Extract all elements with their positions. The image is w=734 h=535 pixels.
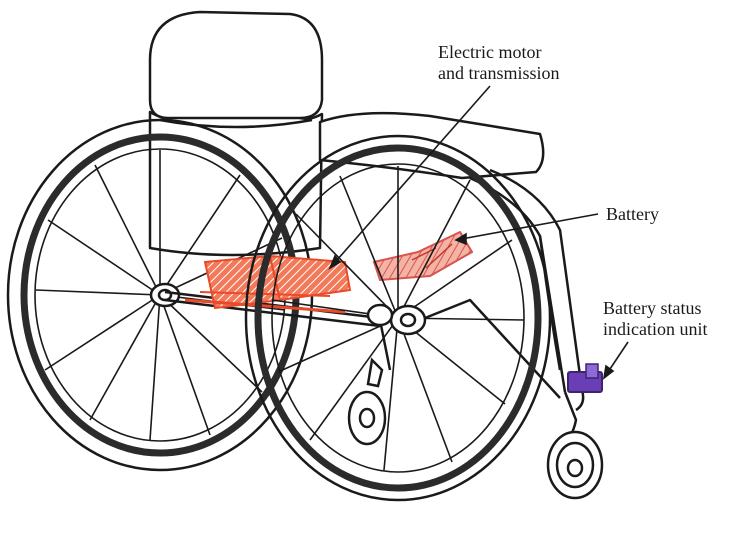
leader-battery — [455, 213, 599, 241]
label-status-line1: Battery status — [603, 298, 702, 318]
label-status: Battery status indication unit — [603, 298, 707, 340]
label-motor-line1: Electric motor — [438, 42, 542, 62]
label-motor-line2: and transmission — [438, 63, 560, 83]
leader-motor — [329, 85, 491, 269]
leader-motor-arrow — [328, 254, 342, 270]
status-unit-icon — [567, 363, 603, 393]
label-motor: Electric motor and transmission — [438, 42, 560, 84]
leader-battery-arrow — [454, 232, 467, 246]
caster-right — [546, 430, 604, 500]
leader-status-arrow — [602, 364, 615, 380]
seat — [318, 111, 545, 180]
label-status-line2: indication unit — [603, 319, 708, 339]
right-wheel — [244, 134, 552, 502]
label-battery-text: Battery — [606, 204, 659, 224]
label-battery: Battery — [606, 204, 659, 225]
leader-lines — [328, 85, 629, 380]
caster-left — [347, 357, 387, 446]
